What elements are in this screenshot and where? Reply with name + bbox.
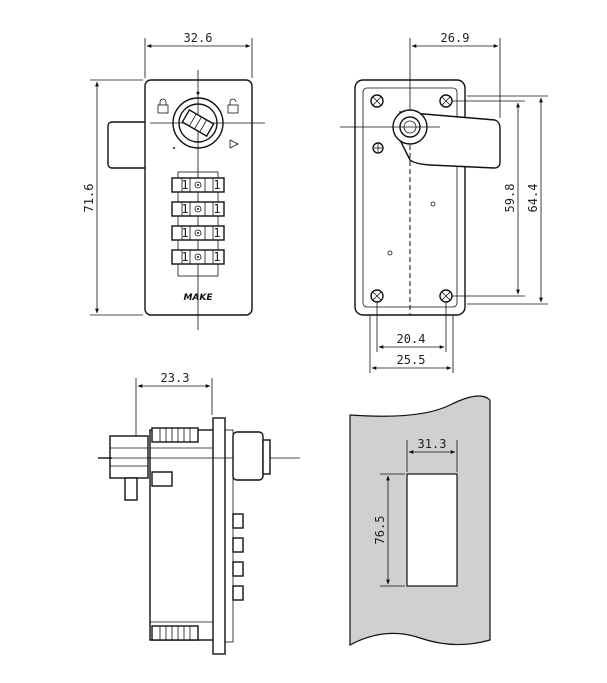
- side-cam-nut: [109, 435, 149, 479]
- screw-icon: [372, 142, 384, 154]
- side-screw-bottom: [151, 625, 199, 641]
- side-knob: [232, 431, 264, 481]
- front-height-label: 71.6: [82, 184, 96, 213]
- dial-digit: 1: [181, 178, 188, 192]
- back-width-label: 26.9: [441, 31, 470, 45]
- dial-digit: 1: [213, 202, 220, 216]
- back-height-label: 64.4: [526, 184, 540, 213]
- dial-row: 1 1: [171, 201, 225, 217]
- cutout-view: 31.3 76.5: [349, 395, 491, 647]
- side-housing: [149, 429, 216, 641]
- screw-icon: [370, 94, 384, 108]
- dial-digit: 1: [213, 178, 220, 192]
- side-depth-label: 23.3: [161, 371, 190, 385]
- side-view: 23.3: [98, 371, 300, 655]
- cutout-height-label: 76.5: [373, 516, 387, 545]
- dial-digit: 1: [213, 226, 220, 240]
- inner-width-label: 25.5: [397, 353, 426, 367]
- dial-digit: 1: [181, 226, 188, 240]
- dial-row: 1 1: [171, 225, 225, 241]
- unlocked-icon: [227, 98, 239, 114]
- locked-icon: [157, 98, 169, 114]
- front-width-label: 32.6: [184, 31, 213, 45]
- side-dials: [232, 513, 244, 601]
- dial-digit: 1: [181, 202, 188, 216]
- panel-cutout: [406, 473, 458, 587]
- side-front-plate: [212, 417, 226, 655]
- key-slot: [181, 108, 215, 138]
- hole-spacing-h-label: 20.4: [397, 332, 426, 346]
- front-view: 32.6 71.6: [82, 31, 265, 330]
- hole-spacing-v-label: 59.8: [503, 184, 517, 213]
- back-view: 26.9 59.8 64.4 20.4 25.5: [340, 31, 548, 373]
- key-cylinder-inner: [178, 103, 218, 143]
- side-handle-tab: [151, 471, 173, 487]
- key-cylinder-outer: [172, 97, 224, 149]
- dial-row: 1 1: [171, 249, 225, 265]
- brand-logo: MAKE: [183, 293, 213, 303]
- arrow-indicator-icon: [229, 139, 239, 149]
- side-screw-top: [151, 427, 199, 443]
- cutout-width-label: 31.3: [418, 437, 447, 451]
- combination-dials: 1 1 1 1 1 1: [171, 171, 225, 277]
- dial-digit: 1: [213, 250, 220, 264]
- dial-row: 1 1: [171, 177, 225, 193]
- dial-digit: 1: [181, 250, 188, 264]
